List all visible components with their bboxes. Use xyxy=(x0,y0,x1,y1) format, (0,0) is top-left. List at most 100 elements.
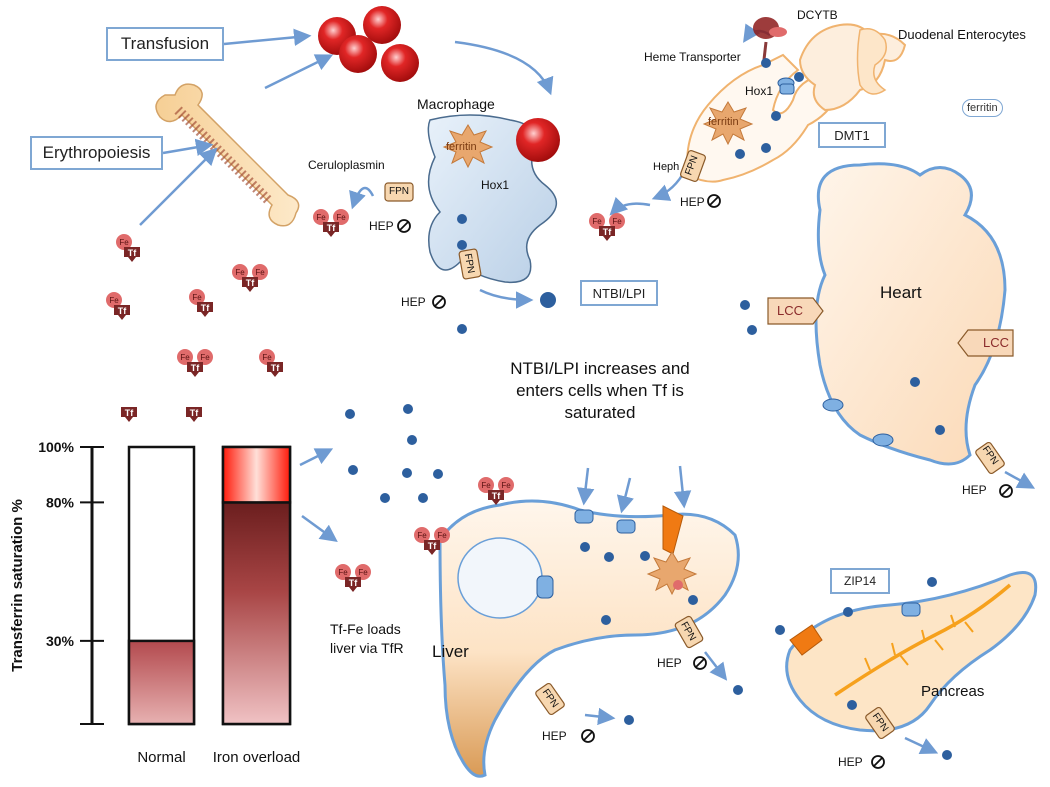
macrophage-label: Macrophage xyxy=(417,96,495,112)
category-label: Normal xyxy=(137,749,185,766)
fe-text: Fe xyxy=(255,268,265,277)
fe-text: Fe xyxy=(316,213,326,222)
hep-label-heart: HEP xyxy=(962,483,987,497)
tf-fe-note: Tf-Fe loads liver via TfR xyxy=(330,620,404,658)
liver-organ xyxy=(438,499,740,778)
fe-text: Fe xyxy=(501,481,511,490)
lcc-label-left: LCC xyxy=(777,303,804,318)
tf-text: Tf xyxy=(603,227,612,237)
ntbi-lpi-label: NTBI/LPI xyxy=(580,280,658,306)
fe-text: Fe xyxy=(592,217,602,226)
tf-text: Tf xyxy=(327,223,336,233)
hep-block-icons xyxy=(397,194,1013,769)
tf-text: Tf xyxy=(271,363,280,373)
fe-text: Fe xyxy=(235,268,245,277)
y-tick-label: 80% xyxy=(46,494,75,510)
erythropoiesis-label: Erythropoiesis xyxy=(30,136,163,170)
hox1-label-enterocyte: Hox1 xyxy=(745,84,774,98)
hep-label-pancreas: HEP xyxy=(838,755,863,769)
y-axis-label: Transferrin saturation % xyxy=(9,499,26,672)
ceruloplasmin-label: Ceruloplasmin xyxy=(308,158,385,172)
ntbi-dots xyxy=(345,292,743,725)
bone-icon xyxy=(155,83,300,227)
fe-text: Fe xyxy=(481,481,491,490)
tf-text: Tf xyxy=(428,541,437,551)
fe-text: Fe xyxy=(338,568,348,577)
liver-label: Liver xyxy=(432,642,469,661)
tf-text: Tf xyxy=(118,306,127,316)
heph-label: Heph xyxy=(653,161,680,173)
hep-label-enterocyte: HEP xyxy=(680,195,705,209)
bar-fill xyxy=(127,639,196,726)
y-tick-label: 100% xyxy=(38,439,74,455)
hep-label-macrophage-2: HEP xyxy=(401,295,426,309)
transferrin-molecule-labels: Tf xyxy=(190,408,199,418)
ntbi-note: NTBI/LPI increases and enters cells when… xyxy=(480,358,720,424)
ntbi-note-line-1: NTBI/LPI increases and xyxy=(510,359,690,378)
red-blood-cells xyxy=(318,6,419,82)
heme-transporter-label: Heme Transporter xyxy=(644,50,741,64)
ferritin-label-macrophage: ferritin xyxy=(446,141,477,153)
enterocyte-cells xyxy=(686,23,907,183)
fe-text: Fe xyxy=(336,213,346,222)
ntbi-note-line-3: saturated xyxy=(564,403,636,422)
fe-text: Fe xyxy=(180,353,190,362)
macrophage-cell xyxy=(427,114,560,284)
fe-text: Fe xyxy=(437,531,447,540)
tf-text: Tf xyxy=(492,491,501,501)
ntbi-note-line-2: enters cells when Tf is xyxy=(516,381,684,400)
hep-label-macrophage: HEP xyxy=(369,219,394,233)
pancreas-label: Pancreas xyxy=(921,683,985,700)
hep-label-liver-2: HEP xyxy=(542,729,567,743)
tf-text: Tf xyxy=(128,248,137,258)
fe-text: Fe xyxy=(109,296,119,305)
tf-text: Tf xyxy=(349,578,358,588)
fe-text: Fe xyxy=(200,353,210,362)
bar-fill-saturated xyxy=(221,501,292,726)
tf-text: Tf xyxy=(125,408,134,418)
hox1-label-macrophage: Hox1 xyxy=(481,178,510,192)
bar-fill-excess xyxy=(221,445,292,504)
dcytb-label: DCYTB xyxy=(797,8,838,22)
tf-text: Tf xyxy=(246,278,255,288)
fe-text: Fe xyxy=(612,217,622,226)
tf-text: Tf xyxy=(191,363,200,373)
arrows xyxy=(139,23,1036,755)
fe-text: Fe xyxy=(192,293,202,302)
fe-text: Fe xyxy=(358,568,368,577)
y-tick-label: 30% xyxy=(46,633,75,649)
fe-text: Fe xyxy=(262,353,272,362)
ferritin-label-enterocyte: ferritin xyxy=(708,116,739,128)
tf-fe-note-line-1: Tf-Fe loads xyxy=(330,621,401,637)
tf-fe-note-line-2: liver via TfR xyxy=(330,640,404,656)
tf-text: Tf xyxy=(190,408,199,418)
fpn-label-macrophage: FPN xyxy=(389,186,409,197)
transferrin-saturation-chart: 100% 80% 30% Transferrin saturation % Normal… xyxy=(9,439,300,766)
lcc-label-right: LCC xyxy=(983,335,1010,350)
transferrin-molecule-labels: Tf xyxy=(125,408,134,418)
category-label: Iron overload xyxy=(213,749,301,766)
zip14-label: ZIP14 xyxy=(830,568,890,594)
lcc-shapes xyxy=(767,297,1014,357)
dmt1-label: DMT1 xyxy=(818,122,886,148)
transfusion-label: Transfusion xyxy=(106,27,224,61)
fe-text: Fe xyxy=(417,531,427,540)
duodenal-enterocytes-label: Duodenal Enterocytes xyxy=(898,27,1026,42)
ferritin-label-free: ferritin xyxy=(962,99,1003,117)
hep-label-liver: HEP xyxy=(657,656,682,670)
pancreas-organ xyxy=(775,571,1038,760)
heart-label: Heart xyxy=(880,283,922,302)
